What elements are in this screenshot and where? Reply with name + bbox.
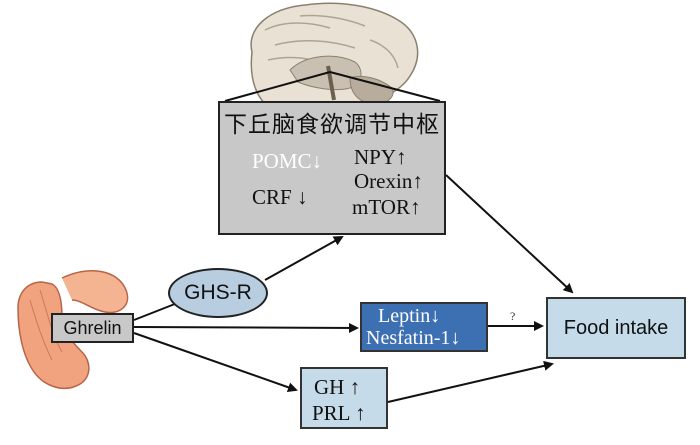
hypothalamus-box: 下丘脑食欲调节中枢 POMC↓ CRF ↓ NPY↑ Orexin↑ mTOR↑ xyxy=(218,101,446,235)
gh-prl-box: GH ↑ PRL ↑ xyxy=(300,367,388,429)
pomc-label: POMC↓ xyxy=(252,149,323,173)
orexin-label: Orexin↑ xyxy=(354,169,423,193)
nesfatin-label: Nesfatin-1↓ xyxy=(366,327,461,349)
crf-label: CRF ↓ xyxy=(252,185,308,209)
hypothalamus-title: 下丘脑食欲调节中枢 xyxy=(224,112,440,138)
prl-label: PRL ↑ xyxy=(312,401,366,425)
ghrelin-node: Ghrelin xyxy=(51,313,134,343)
ghs-r-node: GHS-R xyxy=(168,268,268,318)
unknown-link-label: ? xyxy=(510,309,516,323)
leptin-label: Leptin↓ xyxy=(378,305,441,327)
gh-label: GH ↑ xyxy=(314,375,361,399)
food-intake-node: Food intake xyxy=(546,297,686,359)
mtor-label: mTOR↑ xyxy=(352,195,421,219)
npy-label: NPY↑ xyxy=(354,145,407,169)
leptin-nesfatin-box: Leptin↓ Nesfatin-1↓ xyxy=(360,302,488,352)
